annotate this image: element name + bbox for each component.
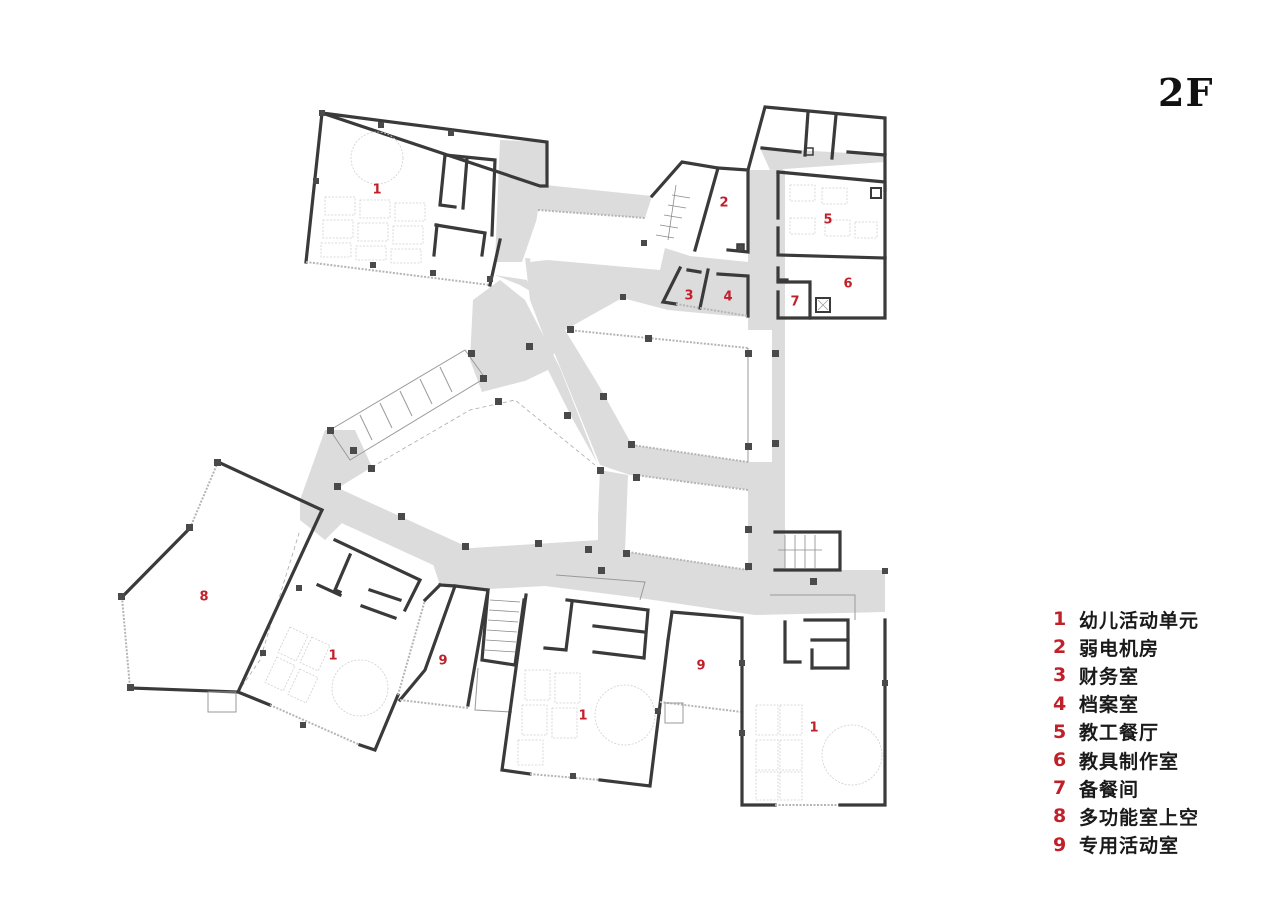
- unit-south-east: [739, 594, 888, 807]
- legend-item: 5 教工餐厅: [1053, 718, 1199, 746]
- legend-item: 4 档案室: [1053, 690, 1199, 718]
- legend-item: 6 教具制作室: [1053, 746, 1199, 774]
- stair-east: [773, 530, 888, 574]
- legend-number: 2: [1053, 636, 1067, 659]
- legend-item: 9 专用活动室: [1053, 831, 1199, 859]
- room-label: 3: [684, 289, 693, 304]
- room-9-east: [659, 610, 744, 724]
- legend-label: 幼儿活动单元: [1079, 609, 1200, 632]
- room-label: 1: [328, 649, 337, 664]
- legend-item: 7 备餐间: [1053, 774, 1199, 802]
- room-label: 9: [438, 654, 447, 669]
- legend-number: 3: [1053, 664, 1067, 687]
- east-block: [746, 105, 887, 320]
- legend-number: 4: [1053, 692, 1067, 715]
- legend-label: 教具制作室: [1079, 750, 1180, 773]
- legend-label: 专用活动室: [1079, 835, 1180, 858]
- rooms-3-4: [660, 265, 750, 318]
- legend-item: 2 弱电机房: [1053, 633, 1199, 661]
- floor-level-title: 2F: [1158, 70, 1214, 115]
- room-label: 1: [809, 721, 818, 736]
- legend-number: 5: [1053, 720, 1067, 743]
- legend-label: 备餐间: [1079, 778, 1140, 801]
- room-label: 6: [843, 277, 852, 292]
- legend-number: 9: [1053, 833, 1067, 856]
- corridor-columns: [327, 326, 817, 585]
- room-label: 4: [723, 290, 732, 305]
- legend-label: 财务室: [1079, 665, 1140, 688]
- courtyards: [329, 209, 749, 571]
- room-label: 5: [823, 213, 832, 228]
- stair-and-room-2: [620, 160, 750, 300]
- legend-label: 档案室: [1079, 694, 1140, 717]
- legend-number: 6: [1053, 749, 1067, 772]
- legend-item: 1 幼儿活动单元: [1053, 605, 1199, 633]
- room-label: 8: [199, 590, 208, 605]
- legend-number: 1: [1053, 608, 1067, 631]
- room-labels: 1 2 3 4 5 6 7 8 1 9 1 9 1: [199, 183, 852, 736]
- legend-label: 教工餐厅: [1079, 722, 1160, 745]
- corridors: [300, 140, 885, 615]
- legend-label: 弱电机房: [1079, 637, 1160, 660]
- room-label: 1: [578, 709, 587, 724]
- unit-top-left: [304, 110, 549, 287]
- unit-south-middle: [500, 574, 674, 788]
- room-8-void: [118, 459, 325, 713]
- room-legend: 1 幼儿活动单元 2 弱电机房 3 财务室 4 档案室 5 教工餐厅 6 教具制作室 7 备餐…: [1053, 605, 1199, 859]
- legend-label: 多功能室上空: [1079, 806, 1200, 829]
- unit-south-west: [235, 507, 443, 752]
- room-9-west: [397, 583, 526, 713]
- legend-number: 7: [1053, 777, 1067, 800]
- legend-item: 8 多功能室上空: [1053, 802, 1199, 830]
- room-label: 7: [790, 295, 799, 310]
- room-label: 2: [719, 196, 728, 211]
- legend-item: 3 财务室: [1053, 661, 1199, 689]
- room-label: 9: [696, 659, 705, 674]
- room-label: 1: [372, 183, 381, 198]
- legend-number: 8: [1053, 805, 1067, 828]
